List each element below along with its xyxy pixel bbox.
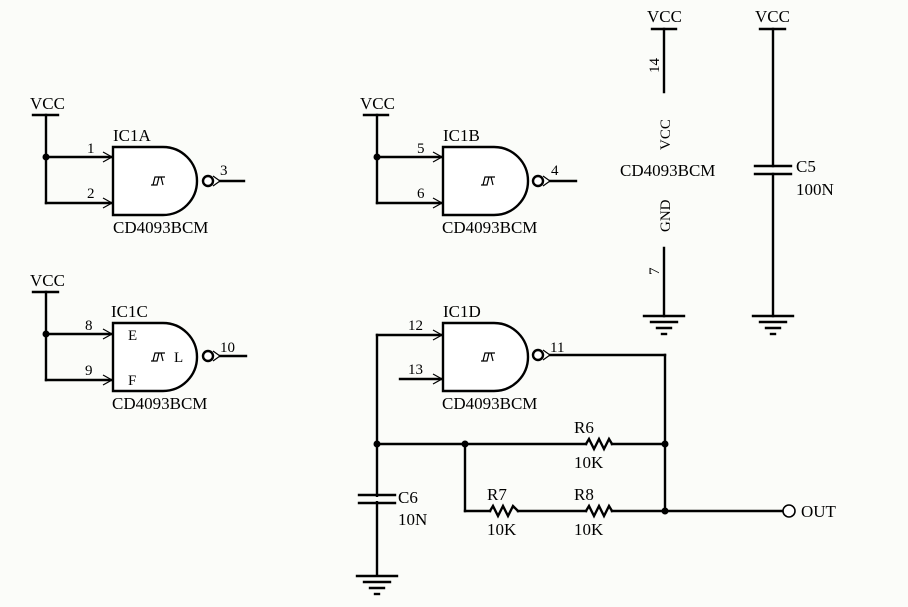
- ic1d-part: CD4093BCM: [442, 394, 537, 413]
- nand-schmitt-symbol: [441, 145, 530, 217]
- gate-ic1c: VCC IC1C 8 9 10 E F L CD4093BCM: [30, 271, 248, 413]
- nand-schmitt-symbol: [111, 321, 199, 393]
- nand-schmitt-symbol: [441, 321, 530, 393]
- ic1b-ref: IC1B: [443, 126, 480, 145]
- output-terminal: [782, 504, 796, 518]
- r6-value: 10K: [574, 453, 604, 472]
- ground-icon: [355, 574, 399, 596]
- ic1c-ref: IC1C: [111, 302, 148, 321]
- inverter-bubble: [201, 174, 215, 188]
- ic1c-pin-out: 10: [220, 340, 235, 356]
- ic1a-ref: IC1A: [113, 126, 152, 145]
- c6-ref: C6: [398, 488, 418, 507]
- c5-vcc-net: VCC: [755, 7, 790, 26]
- ic1b-vcc-label: VCC: [360, 94, 395, 113]
- ic1d-pin-in2: 13: [408, 362, 423, 378]
- r8-ref: R8: [574, 485, 594, 504]
- junction-dot: [661, 440, 669, 448]
- junction-dot: [373, 440, 381, 448]
- ic1d-ref: IC1D: [443, 302, 481, 321]
- ic1b-pin-in1: 5: [417, 141, 425, 157]
- c5-ref: C5: [796, 157, 816, 176]
- ic1b-part: CD4093BCM: [442, 218, 537, 237]
- output-label: OUT: [801, 502, 837, 521]
- ic1b-pin-in2: 6: [417, 186, 425, 202]
- ic1d-pin-in1: 12: [408, 318, 423, 334]
- ic1a-pin-out: 3: [220, 163, 228, 179]
- ic1a-pin-in1: 1: [87, 141, 95, 157]
- power-gnd-pin: 7: [647, 267, 663, 275]
- resistor-r8: [584, 503, 614, 519]
- resistor-r7: [488, 503, 520, 519]
- c5-value: 100N: [796, 180, 834, 199]
- ground-icon: [642, 314, 686, 336]
- power-vcc-pin-name: VCC: [658, 119, 674, 150]
- ic1a-pin-in2: 2: [87, 186, 95, 202]
- r8-value: 10K: [574, 520, 604, 539]
- power-vcc-net: VCC: [647, 7, 682, 26]
- ic1b-pin-out: 4: [551, 163, 559, 179]
- ic1d-pin-out: 11: [550, 340, 564, 356]
- ic1c-inner-e: E: [128, 328, 137, 344]
- ic1c-inner-f: F: [128, 373, 136, 389]
- r7-ref: R7: [487, 485, 507, 504]
- power-part: CD4093BCM: [620, 161, 715, 180]
- feedback-network: R6 10K R7 10K R8 10K OUT C6 10N: [355, 418, 837, 596]
- ic1a-part: CD4093BCM: [113, 218, 208, 237]
- ic1c-part: CD4093BCM: [112, 394, 207, 413]
- c6-value: 10N: [398, 510, 427, 529]
- gate-ic1b: VCC IC1B 5 6 4 CD4093BCM: [360, 94, 578, 237]
- ic1c-inner-l: L: [174, 350, 183, 366]
- gate-ic1d: IC1D 12 13 11 CD4093BCM: [375, 302, 667, 577]
- ic1a-vcc-label: VCC: [30, 94, 65, 113]
- r6-ref: R6: [574, 418, 594, 437]
- ic1c-vcc-label: VCC: [30, 271, 65, 290]
- inverter-bubble: [531, 348, 545, 362]
- capacitor-c5: VCC C5 100N: [751, 7, 834, 336]
- r7-value: 10K: [487, 520, 517, 539]
- power-unit: VCC 14 VCC CD4093BCM GND 7: [620, 7, 715, 336]
- ic1c-pin-in2: 9: [85, 363, 93, 379]
- resistor-r6: [584, 436, 614, 452]
- inverter-bubble: [531, 174, 545, 188]
- inverter-bubble: [201, 349, 215, 363]
- power-vcc-pin: 14: [647, 58, 663, 74]
- nand-schmitt-symbol: [111, 145, 199, 217]
- power-gnd-pin-name: GND: [658, 199, 674, 232]
- ground-icon: [751, 314, 795, 336]
- ic1c-pin-in1: 8: [85, 318, 93, 334]
- gate-ic1a: VCC IC1A 1 2 3 CD4093BCM: [30, 94, 246, 237]
